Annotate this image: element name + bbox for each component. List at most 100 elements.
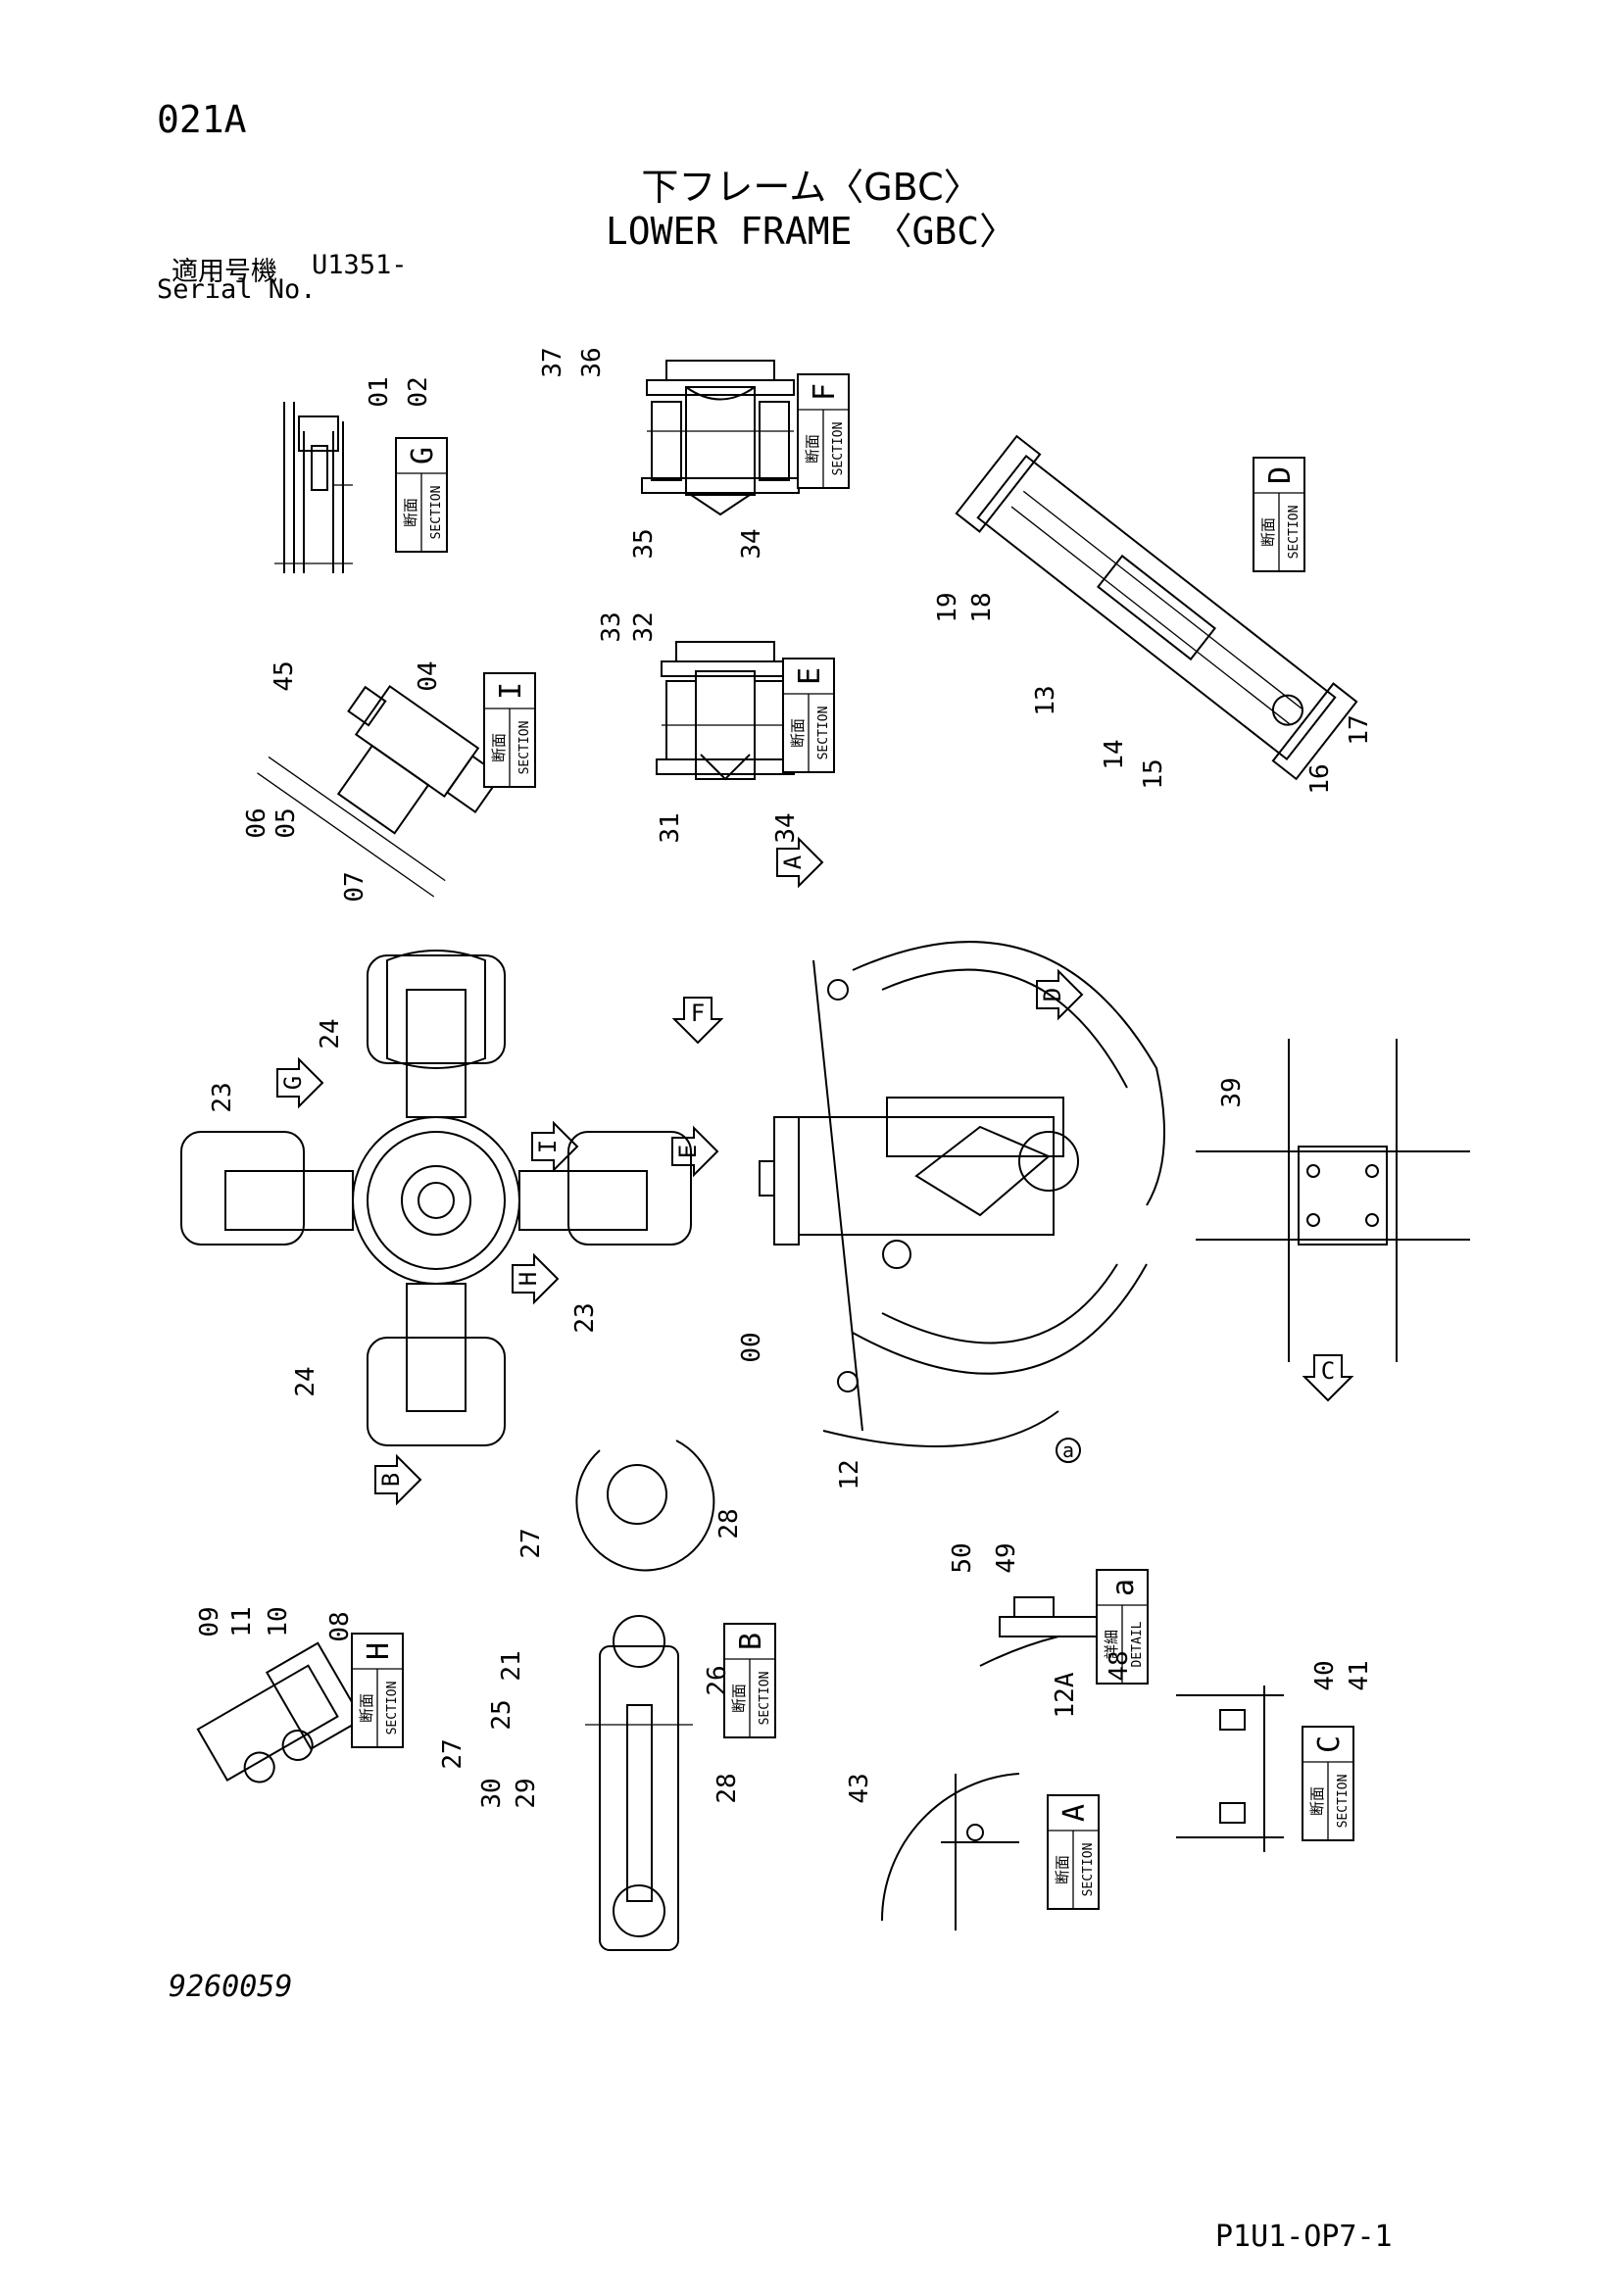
part-label: 11 (227, 1606, 257, 1637)
section-tag-jp: 断面 (789, 718, 807, 748)
part-label: 01 (365, 376, 394, 407)
part-label: 40 (1310, 1660, 1340, 1690)
section-c-side-view (1176, 1685, 1284, 1852)
part-label: 34 (771, 812, 801, 843)
view-arrow-letter: C (1321, 1357, 1335, 1385)
section-tag-I: 断面 SECTION I (483, 672, 536, 788)
part-label: 50 (948, 1542, 977, 1573)
part-label: 05 (271, 807, 301, 838)
section-tag-jp: 断面 (490, 733, 508, 762)
part-label: 10 (264, 1606, 293, 1637)
section-tag-C: 断面 SECTION C (1302, 1726, 1354, 1841)
view-arrow-letter: I (534, 1140, 562, 1153)
section-tag-letter: a (1106, 1579, 1141, 1596)
view-arrow-I: I (531, 1120, 579, 1173)
part-label: 00 (737, 1332, 766, 1362)
section-tag-en: SECTION (1336, 1775, 1351, 1829)
section-tag-jp: 断面 (358, 1693, 375, 1723)
view-arrow-letter: A (779, 855, 807, 869)
section-tag-letter: F (808, 383, 842, 401)
section-tag-jp: 断面 (1259, 517, 1277, 547)
part-label: 12 (835, 1459, 864, 1490)
section-i-view (257, 684, 503, 898)
split-collar-view (575, 1440, 715, 1572)
section-tag-F: 断面 SECTION F (797, 373, 850, 489)
part-label: 39 (1217, 1077, 1247, 1107)
section-tag-letter: A (1057, 1804, 1092, 1822)
section-tag-jp: 断面 (402, 498, 419, 527)
page-code: 021A (157, 98, 247, 141)
part-label: 09 (195, 1606, 224, 1637)
view-arrow-E: E (671, 1125, 719, 1178)
part-label: 24 (316, 1018, 345, 1049)
section-tag-letter: H (362, 1642, 396, 1660)
part-label: 07 (340, 871, 369, 902)
part-label: 23 (570, 1302, 600, 1333)
section-tag-G: 断面 SECTION G (395, 437, 448, 553)
section-tag-jp: 断面 (1054, 1855, 1071, 1884)
section-tag-en: SECTION (816, 707, 831, 760)
section-tag-letter: D (1263, 466, 1298, 484)
part-label: 30 (477, 1778, 507, 1808)
section-tag-letter: E (793, 667, 827, 685)
part-label: 43 (845, 1773, 874, 1803)
part-label: 36 (577, 347, 607, 377)
part-label: 06 (242, 807, 271, 838)
drawing-number: 9260059 (169, 1970, 293, 2004)
page-title-jp: 下フレーム〈GBC〉 (641, 166, 981, 209)
section-tag-en: SECTION (429, 486, 444, 540)
part-label: 29 (512, 1778, 541, 1808)
part-label: 31 (656, 812, 685, 843)
part-label: 21 (497, 1650, 526, 1681)
section-tag-letter: C (1312, 1735, 1347, 1753)
part-label: 37 (538, 347, 567, 377)
grapple-side-view (759, 941, 1165, 1447)
part-label: 04 (414, 660, 443, 691)
part-label: 16 (1305, 763, 1335, 794)
section-tag-E: 断面 SECTION E (782, 658, 835, 773)
serial-label-jp: 適用号機 (172, 257, 277, 287)
section-b-view (585, 1615, 693, 1951)
part-label: 35 (629, 528, 659, 559)
section-tag-jp: 断面 (804, 434, 821, 464)
view-arrow-H: H (512, 1252, 560, 1305)
part-label: 48 (1105, 1650, 1134, 1681)
section-tag-jp: 詳細 (1103, 1630, 1120, 1659)
view-arrow-letter: E (674, 1145, 702, 1158)
part-label: 28 (713, 1773, 742, 1803)
part-label: 17 (1345, 714, 1374, 745)
section-tag-en: SECTION (385, 1682, 400, 1735)
lower-frame-plan-view (180, 950, 692, 1446)
section-f-view (641, 360, 800, 516)
view-arrow-A: A (776, 836, 824, 889)
section-tag-H: 断面 SECTION H (351, 1633, 404, 1748)
view-arrow-B: B (374, 1453, 422, 1506)
view-arrow-letter: G (279, 1076, 307, 1090)
section-tag-letter: I (494, 682, 528, 700)
page-title-en: LOWER FRAME 〈GBC〉 (605, 210, 1017, 253)
part-label: 08 (325, 1611, 355, 1641)
part-label: 27 (438, 1738, 467, 1769)
sheet-reference: P1U1-OP7-1 (1215, 2220, 1393, 2254)
part-label: 27 (516, 1528, 546, 1558)
part-label: 49 (992, 1542, 1021, 1573)
view-arrow-letter: D (1039, 988, 1066, 1001)
part-label: 28 (714, 1508, 744, 1539)
section-tag-en: SECTION (758, 1672, 772, 1726)
detail-marker: a (1062, 1439, 1074, 1462)
part-label: 41 (1345, 1660, 1374, 1690)
detail-marker-group: a (1056, 1438, 1081, 1463)
section-tag-letter: G (406, 447, 440, 464)
section-tag-en: SECTION (517, 721, 532, 775)
section-tag-en: SECTION (831, 422, 846, 476)
view-arrow-G: G (276, 1056, 324, 1109)
part-label: 02 (404, 376, 433, 407)
section-g-view (274, 402, 353, 573)
section-tag-jp: 断面 (1308, 1786, 1326, 1816)
